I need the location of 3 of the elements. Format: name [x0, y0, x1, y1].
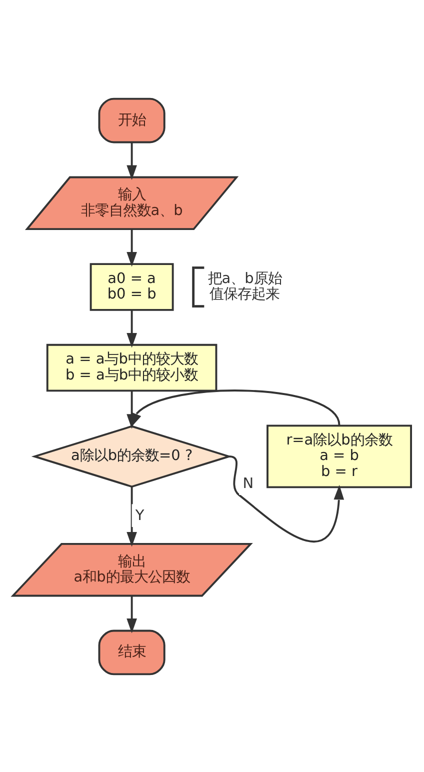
edge-label: Y [135, 507, 144, 524]
node-label: 把a、b原始值保存起来 [208, 270, 282, 302]
edge-label: N [242, 475, 254, 492]
